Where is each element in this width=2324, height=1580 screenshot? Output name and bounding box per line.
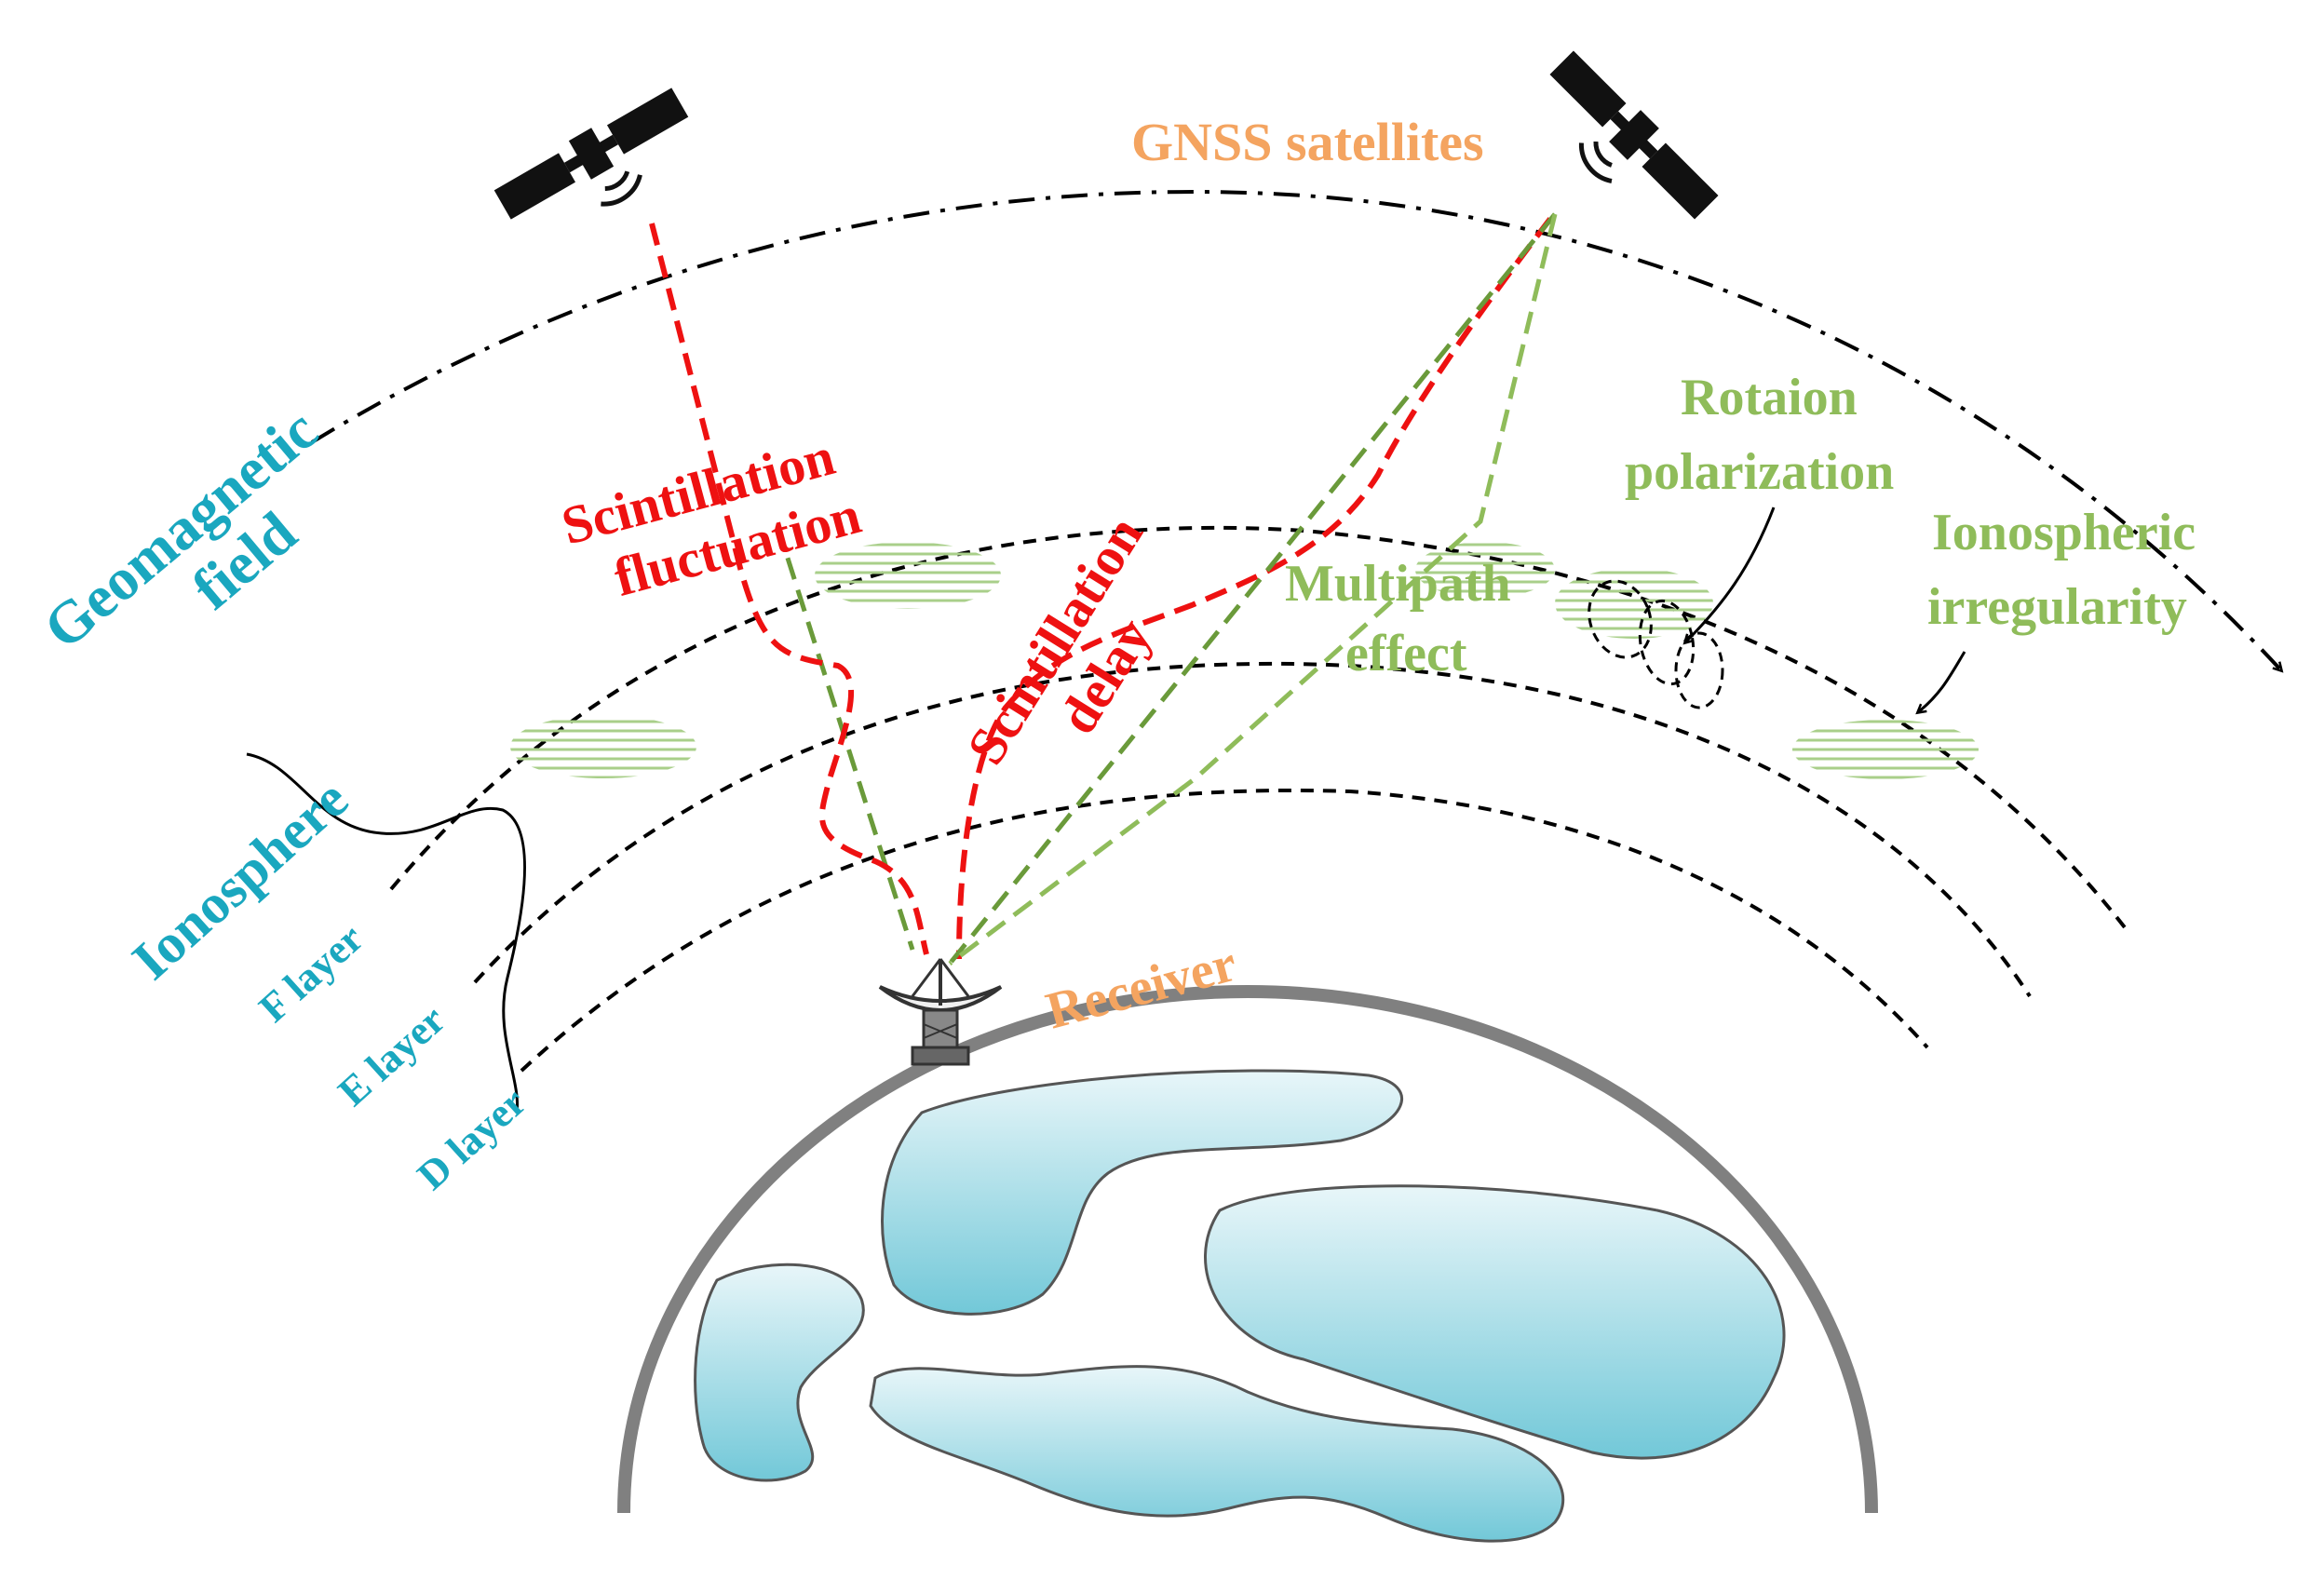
- scintillation-fluctuation-path: [649, 223, 929, 955]
- labels: GNSS satellites Geomagnetic field Scinti…: [31, 112, 2196, 1198]
- e-layer-label: E layer: [330, 996, 454, 1114]
- d-layer-label: D layer: [409, 1079, 534, 1199]
- multipath-effect-label-line2: effect: [1345, 625, 1467, 682]
- receiver-label: Receiver: [1040, 935, 1242, 1041]
- ionospheric-irregularity-label-line1: Ionospheric: [1932, 504, 2196, 561]
- e-layer-line: [473, 661, 2032, 998]
- rotation-polarization-label-line2: polarization: [1625, 443, 1894, 501]
- satellite-icon: [1549, 50, 1719, 220]
- multipath-path: [948, 213, 1558, 966]
- rotation-arrow: [1682, 506, 1776, 645]
- radio-telescope-icon: [878, 958, 1003, 1066]
- continent-4: [869, 1365, 1565, 1543]
- irregularity-2: [510, 715, 696, 778]
- satellite-icon: [493, 88, 689, 220]
- irregularity-4: [1555, 568, 1713, 639]
- direct-path-right: [948, 212, 1557, 966]
- continent-3: [694, 1263, 865, 1482]
- rotation-polarization-label-line1: Rotaion: [1681, 369, 1858, 426]
- continent-2: [1204, 1184, 1786, 1460]
- gnss-satellites-label: GNSS satellites: [1131, 112, 1484, 172]
- irregularity-arrow: [1915, 651, 1966, 715]
- ionospheric-irregularities: [510, 542, 1979, 779]
- irregularity-3: [1415, 542, 1555, 598]
- d-layer-line: [520, 788, 1929, 1073]
- ionospheric-irregularity-label-line2: irregularity: [1927, 578, 2187, 636]
- scintillation-delay-path: [956, 217, 1553, 960]
- multipath-effect-label-line1: Multipath: [1285, 555, 1511, 613]
- geomagnetic-field-line: [310, 190, 2284, 673]
- ionosphere-bracket: [246, 752, 526, 1114]
- f-layer-label: F layer: [250, 915, 372, 1031]
- earth: [617, 985, 1878, 1543]
- irregularity-1: [815, 542, 1001, 609]
- irregularity-5: [1792, 720, 1979, 779]
- signal-paths: [649, 212, 1558, 966]
- continent-1: [881, 1069, 1403, 1316]
- earth-outline: [617, 985, 1878, 1514]
